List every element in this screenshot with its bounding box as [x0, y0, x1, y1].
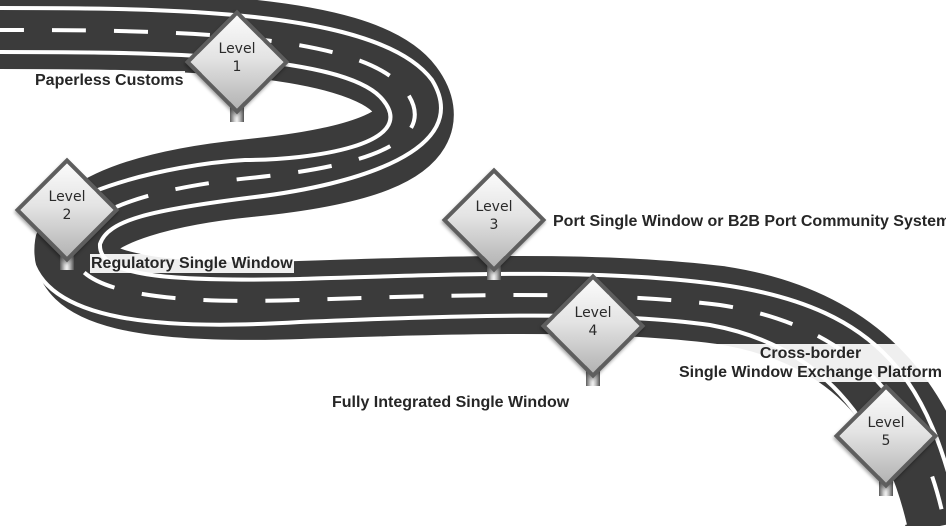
- level-5-badge: Level 5: [836, 414, 936, 450]
- level-4-title: Fully Integrated Single Window: [331, 393, 571, 412]
- level-2-word: Level: [48, 189, 86, 205]
- level-3-word: Level: [475, 199, 513, 215]
- road-edge-bottom: [0, 50, 907, 526]
- level-5-number: 5: [881, 433, 891, 449]
- level-5-title: Cross-border Single Window Exchange Plat…: [678, 344, 943, 382]
- level-5-title-line2: Single Window Exchange Platform: [679, 364, 942, 381]
- level-3-sign: Level 3: [441, 167, 547, 298]
- level-2-sign: Level 2: [14, 157, 120, 288]
- level-1-title: Paperless Customs: [34, 71, 185, 90]
- level-3-title: Port Single Window or B2B Port Community…: [552, 212, 946, 231]
- level-4-word: Level: [574, 305, 612, 321]
- road-lane-marking: [0, 28, 946, 526]
- level-2-title: Regulatory Single Window: [90, 254, 294, 273]
- level-4-sign: Level 4: [540, 273, 646, 404]
- level-1-sign: Level 1: [184, 9, 290, 140]
- level-5-sign: Level 5: [833, 383, 939, 514]
- level-3-badge: Level 3: [444, 198, 544, 234]
- level-5-word: Level: [867, 415, 905, 431]
- level-1-badge: Level 1: [187, 40, 287, 76]
- level-1-number: 1: [232, 59, 242, 75]
- level-2-number: 2: [62, 207, 72, 223]
- level-4-badge: Level 4: [543, 304, 643, 340]
- level-1-word: Level: [218, 41, 256, 57]
- level-4-number: 4: [588, 323, 598, 339]
- road-edge-top: [0, 6, 946, 473]
- level-2-badge: Level 2: [17, 188, 117, 224]
- level-3-number: 3: [489, 217, 499, 233]
- level-5-title-line1: Cross-border: [759, 345, 862, 362]
